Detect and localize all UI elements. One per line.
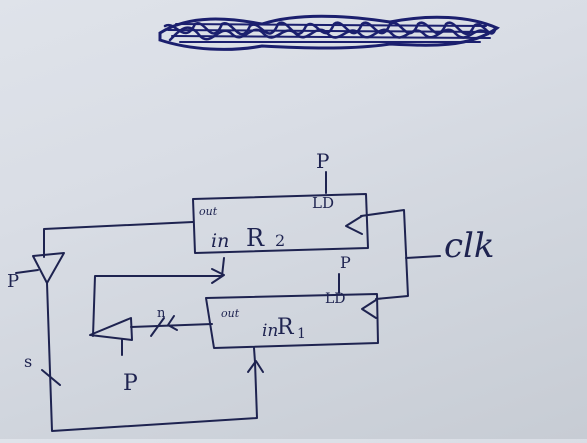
clock-wiring: clk <box>360 209 495 300</box>
register-r2-out-label: out <box>199 205 218 218</box>
register-r1-load-control: P <box>340 253 351 272</box>
clock-label: clk <box>444 226 495 266</box>
register-r1-in-label: in <box>262 321 278 341</box>
common-bus: s <box>24 282 264 432</box>
register-r2-load-control: P <box>316 149 329 173</box>
register-r2-subscript: 2 <box>275 231 285 250</box>
register-r2: out in R 2 LD P <box>192 149 369 254</box>
register-r1-out-label: out <box>221 307 240 320</box>
register-r1-name: R <box>277 315 295 340</box>
bus-width-label: n <box>157 306 166 321</box>
scribbled-out-heading <box>158 14 500 51</box>
register-r1-load-label: LD <box>325 291 346 307</box>
tristate-buffer-middle: P n <box>89 306 213 396</box>
tristate-left-control: P <box>7 271 19 292</box>
tristate-buffer-left: P <box>7 221 194 292</box>
tristate-middle-control: P <box>123 371 138 396</box>
register-r2-clock-triangle <box>345 215 363 235</box>
register-r2-name: R <box>246 224 265 252</box>
r2-output-wire <box>92 257 225 337</box>
register-r2-load-label: LD <box>312 194 334 212</box>
bus-slash <box>41 369 61 386</box>
register-r1-subscript: 1 <box>297 326 306 342</box>
bus-label: s <box>24 352 32 371</box>
register-r1-clock-triangle <box>361 299 377 319</box>
register-r2-in-label: in <box>211 230 229 252</box>
bus-width-slash <box>150 317 165 337</box>
register-r1: out in R 1 LD P <box>205 253 379 349</box>
